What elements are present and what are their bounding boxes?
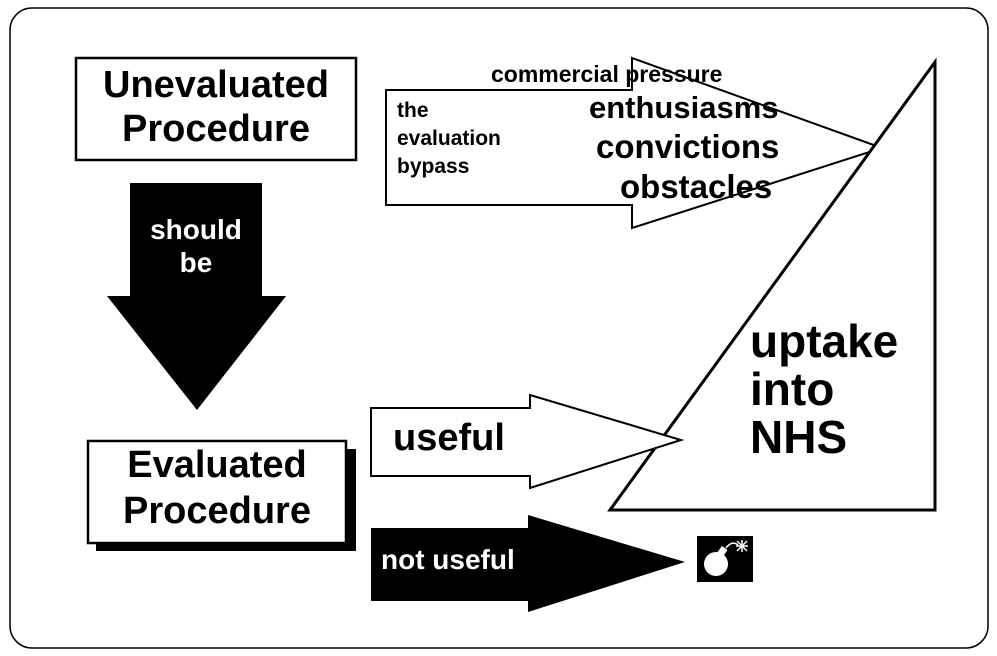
commercial-pressure-label: commercial pressure xyxy=(491,61,723,87)
unevaluated-procedure-box xyxy=(74,56,358,162)
useful-label: useful xyxy=(393,417,505,459)
bypass-line3: bypass xyxy=(397,155,470,178)
evaluated-procedure-label: Evaluated Procedure xyxy=(88,446,346,530)
enthusiasms-label: enthusiasms xyxy=(589,90,779,125)
bypass-line1: the xyxy=(397,99,429,122)
slide-frame xyxy=(9,7,989,649)
convictions-label: convictions xyxy=(596,128,780,165)
uptake-line2: into xyxy=(750,363,835,415)
evaluation-bypass-arrow xyxy=(385,56,886,230)
should-be-arrow xyxy=(107,183,286,410)
uptake-line3: NHS xyxy=(750,411,848,463)
bomb-icon xyxy=(697,536,753,582)
unevaluated-line1: Unevaluated xyxy=(103,64,329,106)
should-line2: be xyxy=(179,247,213,278)
evaluated-procedure-box xyxy=(86,439,348,545)
uptake-line1: uptake xyxy=(750,315,899,367)
uptake-into-nhs-label: uptake into NHS xyxy=(750,318,898,460)
not-useful-label: not useful xyxy=(381,544,515,575)
unevaluated-procedure-label: Unevaluated Procedure xyxy=(76,66,356,148)
useful-arrow xyxy=(370,393,685,490)
bypass-line2: evaluation xyxy=(397,127,501,150)
evaluated-line2: Procedure xyxy=(123,490,311,532)
not-useful-arrow xyxy=(371,515,685,612)
obstacles-label: obstacles xyxy=(620,168,773,205)
uptake-into-nhs-triangle xyxy=(607,57,937,512)
should-line1: should xyxy=(150,214,242,245)
unevaluated-line2: Procedure xyxy=(122,108,310,150)
should-be-label: should be xyxy=(130,216,262,277)
evaluated-line1: Evaluated xyxy=(127,444,307,486)
evaluation-bypass-label: the evaluation bypass xyxy=(397,100,501,177)
